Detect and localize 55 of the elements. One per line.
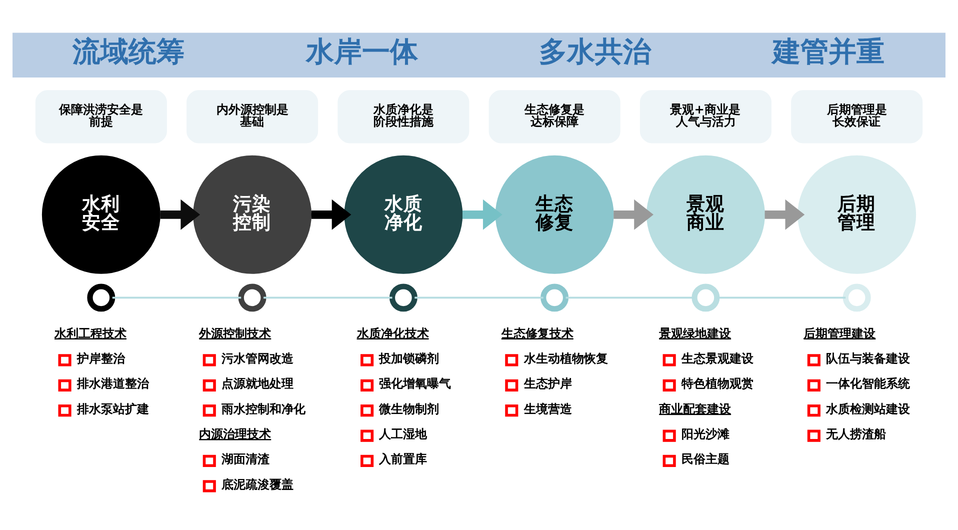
label: 人工湿地 — [379, 426, 428, 440]
node-circle: 污染控制 — [193, 154, 312, 274]
label: 投加锁磷剂 — [379, 350, 440, 365]
label: 底泥疏浚覆盖 — [222, 476, 294, 491]
label: 强化增氧曝气 — [379, 376, 452, 390]
connector — [264, 296, 392, 298]
node-circle: 景观商业 — [646, 154, 765, 274]
node-circle — [540, 283, 569, 312]
connector — [112, 296, 242, 298]
connector — [716, 296, 846, 298]
arrow — [462, 198, 502, 230]
label: 一体化智能系统 — [826, 376, 910, 390]
label: 无人捞渣船 — [826, 426, 886, 440]
label: 湖面清渣 — [222, 452, 270, 466]
label: 内源治理技术 — [199, 426, 272, 440]
node-circle: 水质净化 — [344, 154, 463, 274]
node-circle — [389, 283, 418, 312]
label: 生态护岸 — [524, 376, 572, 390]
label: 生态景观建设 — [681, 350, 754, 365]
node-circle — [842, 283, 871, 312]
label: 景观绿地建设 — [659, 326, 732, 340]
label: 生态修复技术 — [501, 326, 574, 340]
label: 入前置库 — [379, 452, 428, 466]
label: 阳光沙滩 — [681, 426, 730, 440]
node-circle — [238, 283, 266, 312]
node-circle: 水利安全 — [42, 154, 160, 274]
node-circle: 后期管理 — [798, 154, 916, 274]
label: 水质净化技术 — [356, 326, 429, 340]
label: 污水管网改造 — [222, 350, 294, 365]
arrow — [311, 198, 352, 230]
label: 排水港道整治 — [76, 376, 149, 390]
label: 生境营造 — [524, 401, 572, 416]
connector — [414, 296, 544, 298]
node-box: 流域统筹 水岸一体 多水共治 建管并重 — [12, 32, 946, 78]
label: 排水泵站扩建 — [76, 401, 149, 416]
label: 外源控制技术 — [199, 326, 272, 340]
label: 水质检测站建设 — [826, 401, 910, 416]
label: 水利工程技术 — [54, 326, 127, 340]
node-circle — [87, 283, 116, 312]
node-circle — [692, 283, 720, 312]
label: 微生物制剂 — [379, 401, 440, 416]
arrow — [764, 198, 805, 230]
label: 后期管理建设 — [804, 326, 876, 340]
label: 雨水控制和净化 — [222, 401, 306, 416]
arrow — [160, 198, 200, 230]
label: 队伍与装备建设 — [826, 350, 910, 365]
label: 水生动植物恢复 — [524, 350, 608, 365]
label: 商业配套建设 — [659, 401, 732, 416]
label: 护岸整治 — [76, 350, 125, 365]
label: 民俗主题 — [681, 452, 730, 466]
arrow — [614, 198, 654, 230]
label: 特色植物观赏 — [681, 376, 754, 390]
label: 点源就地处理 — [222, 376, 294, 390]
node-circle: 生态修复 — [495, 154, 614, 274]
connector — [566, 296, 694, 298]
